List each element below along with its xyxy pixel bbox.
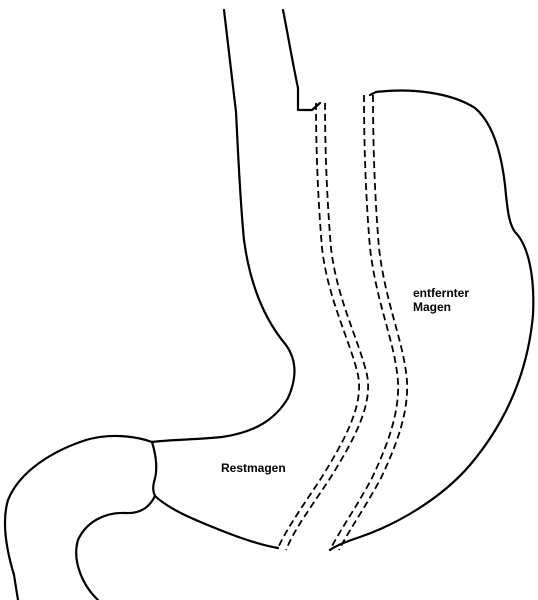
esophagus-right-wall (283, 10, 320, 110)
removed-stomach-label-line2: Magen (413, 300, 469, 314)
removed-stomach-label: entfernter Magen (413, 286, 469, 314)
duodenal-bulb-upper (5, 436, 152, 600)
esophagus-left-wall (152, 10, 295, 442)
remnant-staple-line-outer (278, 103, 359, 548)
removed-stomach-outline (330, 91, 533, 550)
remnant-stomach-label: Restmagen (221, 461, 286, 475)
remnant-staple-line-inner (286, 103, 368, 550)
removed-stomach-label-line1: entfernter (413, 286, 469, 300)
pylorus-notch (152, 442, 156, 496)
duodenum-lower-wall (76, 496, 278, 600)
